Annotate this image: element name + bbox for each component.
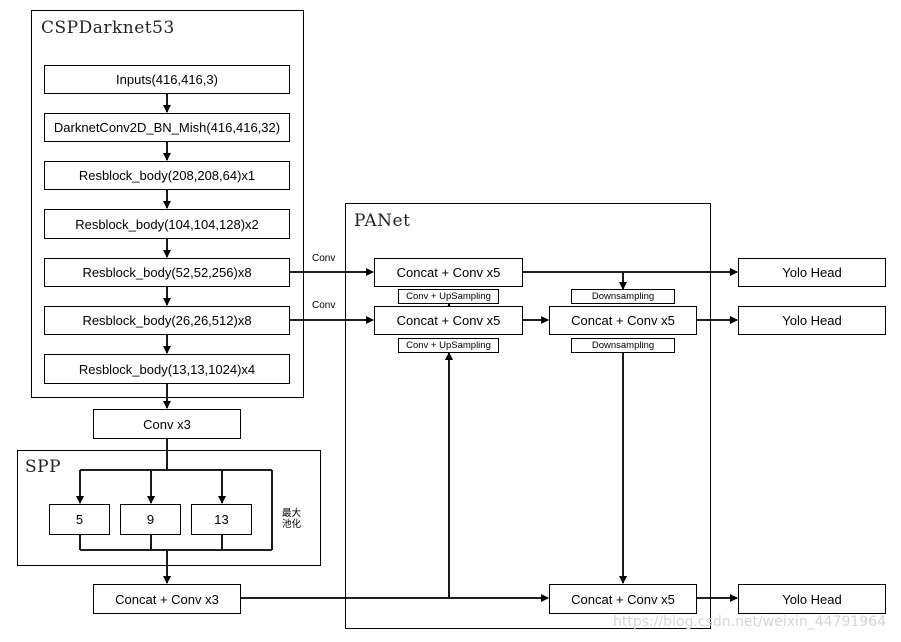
resblock-4-node: Resblock_body(26,26,512)x8	[44, 306, 290, 335]
panet-concat-mid-right-node: Concat + Conv x5	[549, 306, 697, 335]
cspdarknet53-label: CSPDarknet53	[41, 18, 175, 38]
spp-pool-13-node: 13	[191, 504, 252, 535]
conv-edge-label-2: Conv	[312, 300, 336, 311]
max-pooling-note: 最大池化	[282, 508, 302, 530]
watermark-text: https://blog.csdn.net/weixin_44791964	[613, 614, 887, 630]
panet-group	[345, 203, 711, 629]
upsampling-tag-2: Conv + UpSampling	[398, 338, 499, 353]
resblock-2-node: Resblock_body(104,104,128)x2	[44, 209, 290, 239]
spp-group	[17, 450, 321, 566]
upsampling-tag-1: Conv + UpSampling	[398, 289, 499, 304]
resblock-5-node: Resblock_body(13,13,1024)x4	[44, 354, 290, 384]
panet-concat-bottom-node: Concat + Conv x5	[549, 584, 697, 614]
panet-concat-mid-left-node: Concat + Conv x5	[374, 306, 523, 335]
inputs-node: Inputs(416,416,3)	[44, 65, 290, 94]
resblock-1-node: Resblock_body(208,208,64)x1	[44, 161, 290, 190]
resblock-3-node: Resblock_body(52,52,256)x8	[44, 258, 290, 287]
downsampling-tag-1: Downsampling	[571, 289, 675, 304]
yolo-head-2-node: Yolo Head	[738, 306, 886, 335]
concat-conv-x3-node: Concat + Conv x3	[93, 584, 241, 614]
yolo-head-3-node: Yolo Head	[738, 584, 886, 614]
darknet-conv2d-node: DarknetConv2D_BN_Mish(416,416,32)	[44, 113, 290, 142]
spp-pool-9-node: 9	[120, 504, 181, 535]
yolo-head-1-node: Yolo Head	[738, 258, 886, 287]
spp-pool-5-node: 5	[49, 504, 110, 535]
panet-label: PANet	[354, 211, 411, 231]
downsampling-tag-2: Downsampling	[571, 338, 675, 353]
conv-x3-node: Conv x3	[93, 409, 241, 439]
panet-concat-top-node: Concat + Conv x5	[374, 258, 523, 287]
spp-label: SPP	[25, 457, 62, 477]
conv-edge-label-1: Conv	[312, 253, 336, 264]
